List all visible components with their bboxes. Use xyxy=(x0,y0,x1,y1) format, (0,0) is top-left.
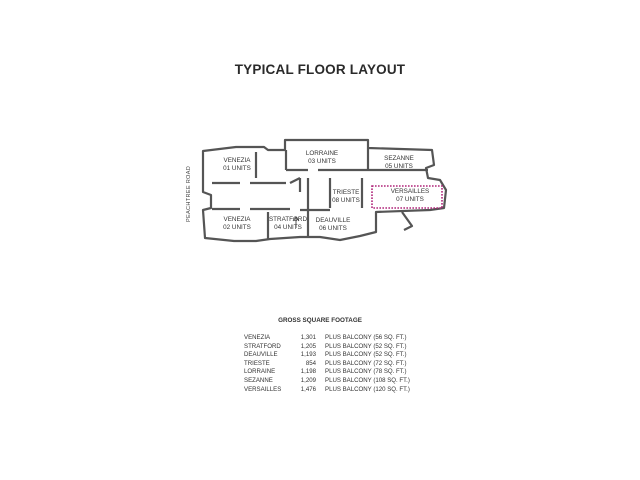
unit-count: 05 UNITS xyxy=(385,163,413,170)
unit-name: VENEZIA xyxy=(224,216,252,223)
unit-name-cell: VERSAILLES xyxy=(244,385,282,393)
balcony-cell: PLUS BALCONY (56 SQ. FT.) xyxy=(325,334,407,341)
unit-name: DEAUVILLE xyxy=(316,217,351,224)
balcony-cell: PLUS BALCONY (52 SQ. FT.) xyxy=(325,342,407,350)
unit-name: TRIESTE xyxy=(333,189,360,196)
table-row: SEZANNE 1,209 PLUS BALCONY (108 SQ. FT.) xyxy=(244,377,410,386)
unit-name-cell: SEZANNE xyxy=(244,376,273,384)
unit-count: 06 UNITS xyxy=(319,225,347,232)
sqft-cell: 1,193 xyxy=(300,351,316,359)
sqft-cell: 1,205 xyxy=(300,342,316,350)
sqft-cell: 854 xyxy=(305,359,316,367)
balcony-cell: PLUS BALCONY (120 SQ. FT.) xyxy=(325,385,410,393)
balcony-cell: PLUS BALCONY (78 SQ. FT.) xyxy=(325,368,407,376)
page-title: TYPICAL FLOOR LAYOUT xyxy=(234,62,406,77)
table-row: STRATFORD 1,205 PLUS BALCONY (52 SQ. FT.… xyxy=(244,343,410,352)
arrow-icon xyxy=(292,216,300,228)
unit-name-cell: LORRAINE xyxy=(244,368,276,376)
unit-name-cell: TRIESTE xyxy=(244,359,270,367)
gsf-table: VENEZIA 1,301 PLUS BALCONY (56 SQ. FT.) … xyxy=(244,334,410,394)
unit-name-cell: VENEZIA xyxy=(244,334,271,341)
sqft-cell: 1,476 xyxy=(300,385,316,393)
road-label: PEACHTREE ROAD xyxy=(186,166,192,222)
table-row: VENEZIA 1,301 PLUS BALCONY (56 SQ. FT.) xyxy=(244,334,410,343)
gsf-heading: GROSS SQUARE FOOTAGE xyxy=(278,317,362,324)
table-row: LORRAINE 1,198 PLUS BALCONY (78 SQ. FT.) xyxy=(244,368,410,377)
table-row: DEAUVILLE 1,193 PLUS BALCONY (52 SQ. FT.… xyxy=(244,351,410,360)
table-row: VERSAILLES 1,476 PLUS BALCONY (120 SQ. F… xyxy=(244,386,410,395)
unit-name: LORRAINE xyxy=(306,150,338,157)
unit-name: SEZANNE xyxy=(384,155,414,162)
unit-count: 03 UNITS xyxy=(308,158,336,165)
unit-count: 04 UNITS xyxy=(274,224,302,231)
unit-name-cell: STRATFORD xyxy=(244,342,281,350)
table-row: TRIESTE 854 PLUS BALCONY (72 SQ. FT.) xyxy=(244,360,410,369)
unit-name-cell: DEAUVILLE xyxy=(244,351,278,359)
balcony-cell: PLUS BALCONY (52 SQ. FT.) xyxy=(325,351,407,359)
unit-name: STRATFORD xyxy=(269,216,307,223)
balcony-cell: PLUS BALCONY (108 SQ. FT.) xyxy=(325,376,410,384)
building-walls xyxy=(201,138,448,243)
unit-count: 07 UNITS xyxy=(396,196,424,203)
unit-count: 01 UNITS xyxy=(223,165,251,172)
sqft-cell: 1,209 xyxy=(300,376,316,384)
versailles-highlight xyxy=(371,185,443,209)
unit-name: VERSAILLES xyxy=(391,188,430,195)
sqft-cell: 1,301 xyxy=(300,334,316,341)
unit-name: VENEZIA xyxy=(224,157,252,164)
unit-count: 02 UNITS xyxy=(223,224,251,231)
balcony-cell: PLUS BALCONY (72 SQ. FT.) xyxy=(325,359,407,367)
unit-count: 08 UNITS xyxy=(332,197,360,204)
sqft-cell: 1,198 xyxy=(300,368,316,376)
